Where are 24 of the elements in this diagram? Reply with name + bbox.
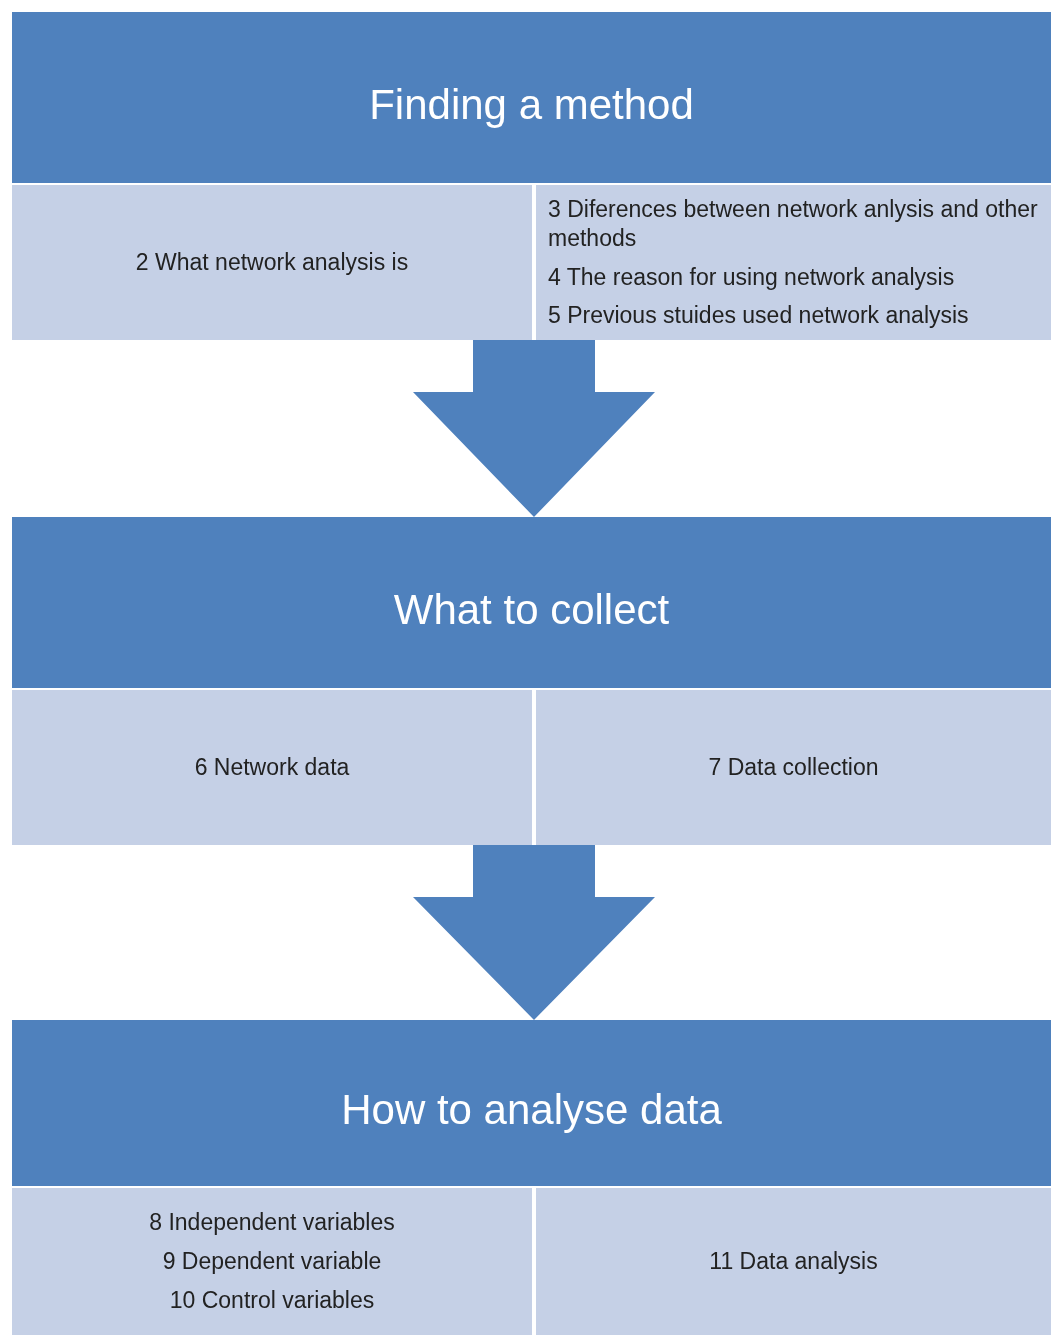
- block-arrow: [413, 340, 655, 517]
- section-heading: Finding a method: [369, 79, 694, 129]
- topic-text: 11 Data analysis: [709, 1247, 878, 1276]
- section-panel: [12, 1020, 1051, 1335]
- topic-text: 7 Data collection: [708, 753, 879, 782]
- topic-cell: [536, 1188, 1051, 1335]
- topic-text: 3 Diferences between network anlysis and other methods: [548, 195, 1039, 253]
- topic-text: 6 Network data: [194, 753, 350, 782]
- topic-cell: [536, 690, 1051, 845]
- topic-cell: [12, 690, 532, 845]
- topic-text: 9 Dependent variable: [162, 1247, 382, 1276]
- section-heading: What to collect: [393, 584, 670, 634]
- topic-cell: [12, 185, 532, 340]
- topic-text: 10 Control variables: [169, 1285, 375, 1315]
- topic-text: 4 The reason for using network analysis: [548, 262, 956, 292]
- section-panel: [12, 517, 1051, 845]
- section-panel: [12, 12, 1051, 340]
- topic-text: 2 What network analysis is: [135, 248, 409, 277]
- section-heading: How to analyse data: [341, 1085, 722, 1134]
- topic-cell: [12, 1188, 532, 1335]
- block-arrow: [413, 845, 655, 1020]
- topic-cell: [536, 185, 1051, 340]
- topic-text: 8 Independent variables: [149, 1208, 395, 1238]
- topic-text: 5 Previous stuides used network analysis: [548, 301, 970, 330]
